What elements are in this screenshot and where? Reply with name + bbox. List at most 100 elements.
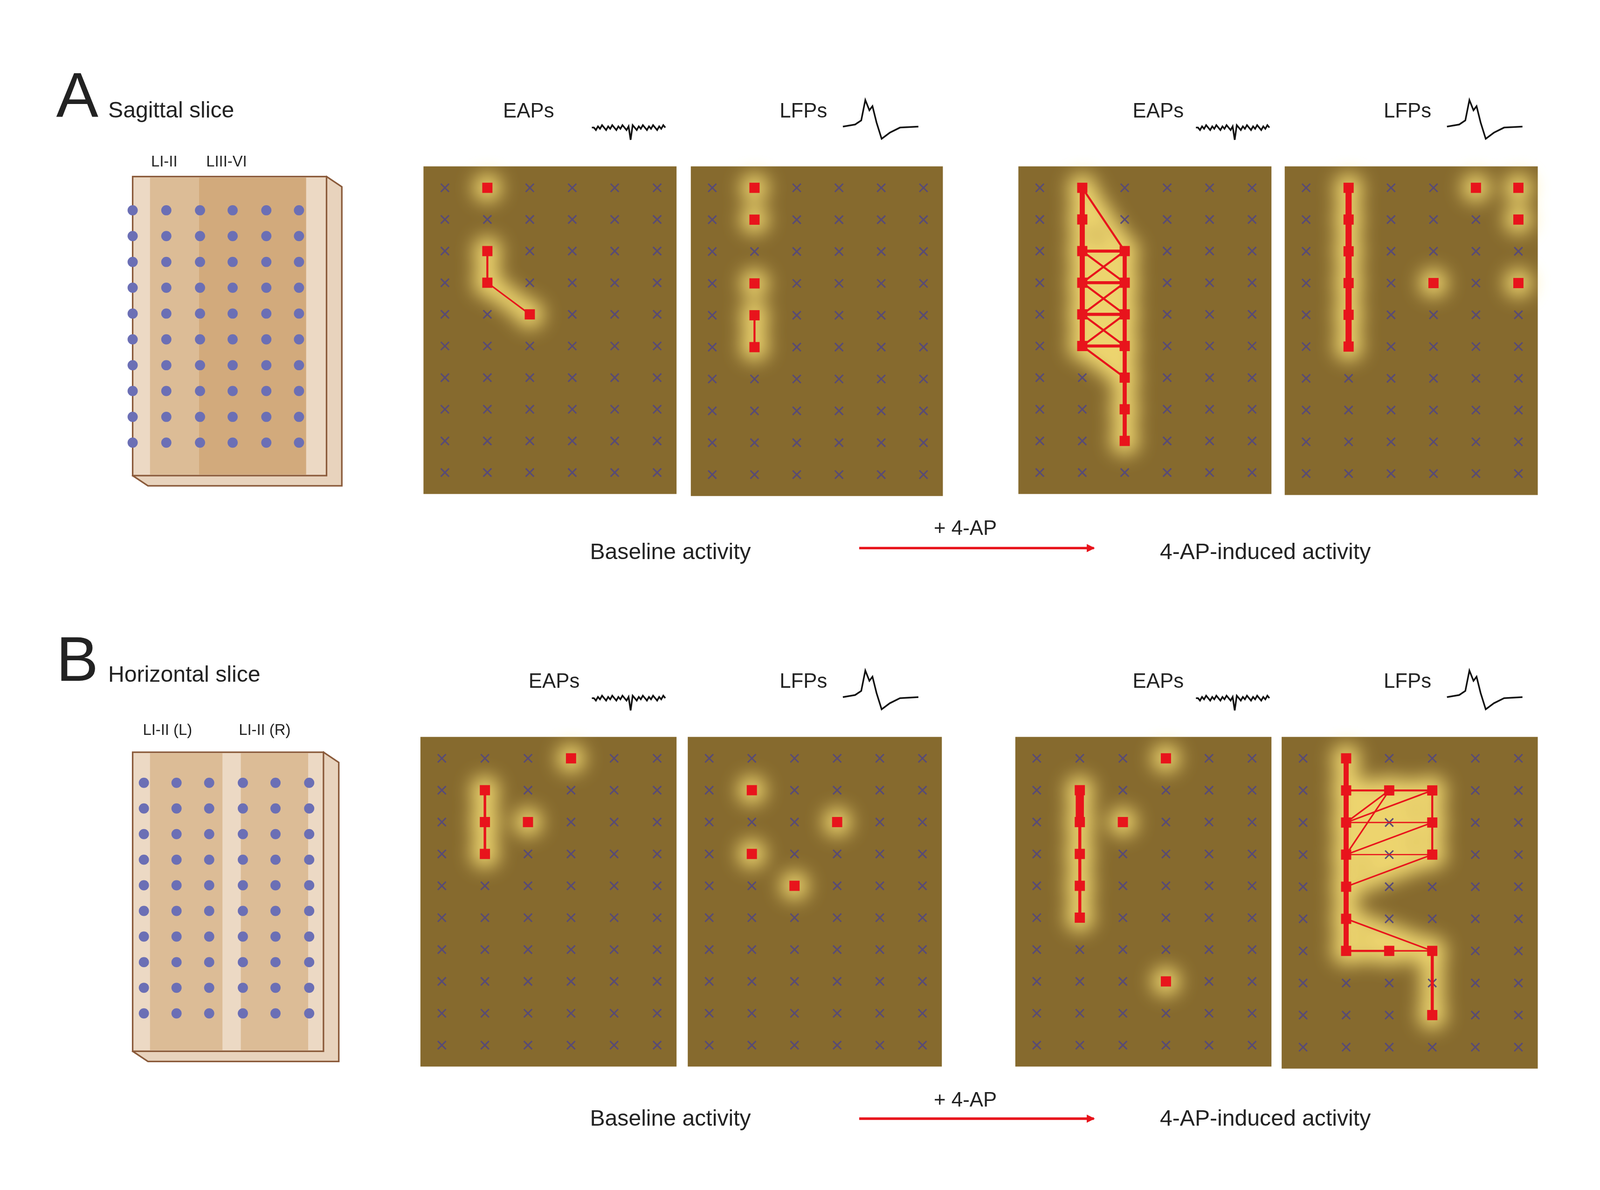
connection-line — [1430, 950, 1435, 1015]
electrode-dot — [227, 359, 238, 371]
electrode-mark — [566, 817, 576, 827]
electrode-mark — [1035, 247, 1045, 256]
electrode-mark — [1248, 1008, 1257, 1018]
active-electrode — [1427, 1009, 1438, 1021]
electrode-mark — [1429, 215, 1438, 224]
electrode-dot — [261, 230, 272, 242]
electrode-dot — [127, 256, 138, 268]
electrode-mark — [918, 786, 927, 795]
electrode-mark — [708, 438, 717, 448]
electrode-dot — [237, 905, 249, 917]
electrode-mark — [1471, 882, 1480, 891]
label: Horizontal slice — [108, 663, 261, 686]
glow — [1082, 282, 1125, 315]
electrode-mark — [1471, 818, 1480, 827]
panel-ground — [1015, 736, 1272, 1067]
electrode-mark — [1298, 882, 1308, 891]
electrode-mark — [1302, 437, 1311, 447]
electrode-dot — [127, 282, 138, 293]
active-electrode — [1076, 309, 1088, 320]
electrode-mark — [1032, 945, 1042, 954]
electrode-mark — [704, 913, 714, 922]
electrode-mark — [833, 754, 842, 763]
electrode-mark — [1205, 405, 1214, 414]
electrode-dot — [138, 803, 150, 814]
electrode-dot — [293, 437, 304, 448]
glow — [822, 807, 852, 836]
electrode-mark — [1471, 850, 1480, 859]
electrode-mark — [833, 977, 842, 986]
electrode-mark — [1429, 247, 1438, 256]
electrode-mark — [1118, 1041, 1128, 1050]
electrode-mark — [876, 215, 886, 224]
active-electrode — [746, 848, 758, 859]
electrode-mark — [1471, 437, 1481, 447]
electrode-mark — [1302, 406, 1311, 415]
electrode-mark — [876, 279, 886, 288]
electrode-mark — [919, 406, 928, 415]
electrode-mark — [1035, 468, 1045, 477]
label: LI-II — [151, 152, 178, 169]
electrode-mark — [1386, 374, 1396, 383]
active-electrode — [1076, 182, 1088, 194]
label: EAPs — [503, 100, 555, 121]
electrode-mark — [833, 786, 842, 795]
electrode-mark — [1471, 215, 1481, 224]
electrode-mark — [1514, 247, 1523, 256]
electrode-mark — [1163, 247, 1172, 256]
connection-line — [1082, 249, 1125, 253]
electrode-dot — [227, 282, 238, 293]
electrode-mark — [1429, 406, 1438, 415]
electrode-mark — [1302, 215, 1311, 224]
electrode-mark — [609, 1008, 619, 1018]
electrode-mark — [747, 754, 757, 763]
electrode-mark — [610, 341, 620, 351]
electrode-mark — [653, 468, 662, 477]
electrode-mark — [568, 341, 577, 351]
layer-band — [199, 177, 307, 475]
connection-line — [487, 282, 530, 315]
electrode-mark — [919, 247, 928, 256]
electrode-mark — [525, 468, 535, 477]
activity-glow — [473, 173, 545, 329]
electrode-mark — [1302, 278, 1311, 288]
electrode-mark — [919, 310, 928, 320]
electrode-mark — [1161, 1041, 1171, 1050]
electrode-mark — [876, 247, 886, 256]
electrode-mark — [1248, 183, 1257, 193]
glow — [1082, 282, 1125, 315]
label: 4-AP-induced activity — [1159, 1107, 1371, 1130]
active-electrode — [1119, 372, 1131, 383]
electrode-mark — [792, 215, 801, 224]
electrode-mark — [1385, 754, 1394, 763]
glow — [1151, 744, 1180, 773]
label: Baseline activity — [589, 1107, 751, 1130]
electrode-mark — [1298, 914, 1308, 924]
electrode-mark — [1163, 310, 1172, 319]
recording-panel — [1015, 736, 1272, 1067]
electrode-mark — [1514, 342, 1523, 351]
electrode-mark — [918, 1008, 927, 1018]
electrode-mark — [566, 977, 576, 986]
connection-line — [1345, 821, 1433, 824]
electrode-mark — [525, 278, 535, 288]
electrode-mark — [441, 310, 450, 319]
electrode-dot — [204, 828, 215, 840]
electrode-mark — [1205, 977, 1214, 986]
electrode-dot — [194, 437, 206, 448]
electrode-dot — [293, 308, 304, 319]
active-electrode — [1343, 246, 1354, 257]
electrode-mark — [1344, 406, 1353, 415]
electrode-mark — [1205, 817, 1214, 827]
glow — [740, 205, 769, 234]
electrode-mark — [566, 786, 576, 795]
electrode-dot — [204, 905, 215, 917]
electrode-mark — [1032, 754, 1042, 763]
glow — [1503, 173, 1533, 202]
electrode-mark — [1075, 977, 1084, 986]
active-electrode — [482, 182, 493, 194]
electrode-mark — [483, 341, 492, 351]
electrode-mark — [483, 436, 492, 446]
electrode-mark — [1035, 405, 1045, 414]
electrode-mark — [568, 468, 577, 477]
